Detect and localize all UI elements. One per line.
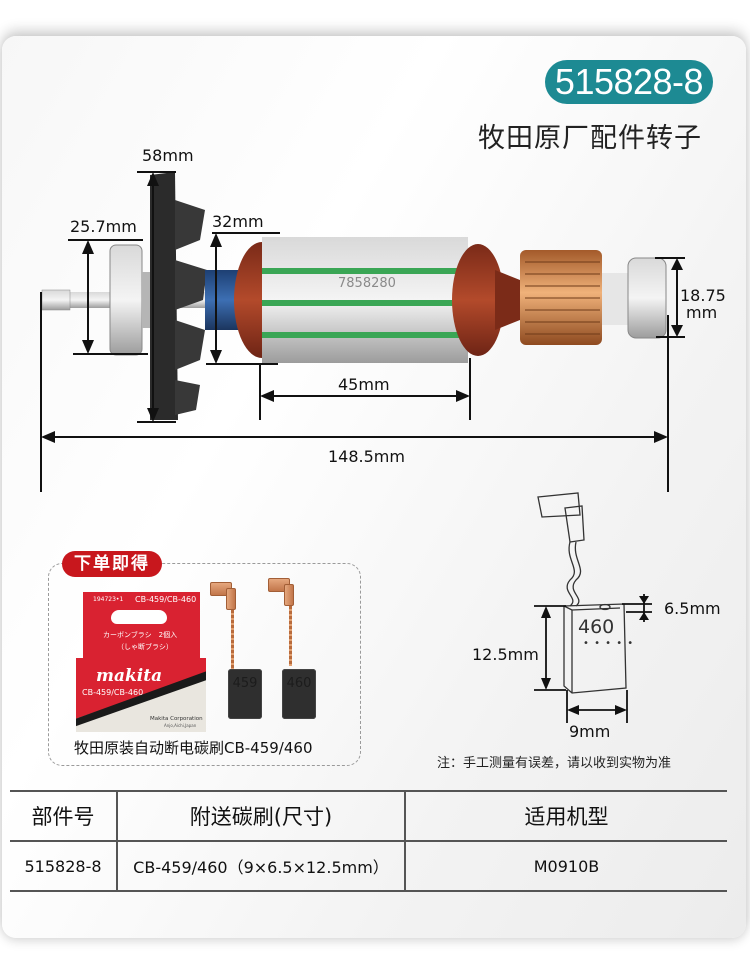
makita-logo: makita <box>96 666 163 686</box>
rear-bearing-diameter-label: 18.75 mm <box>680 286 726 322</box>
brush-box-front: makita CB-459/CB-460 Makita Corporation … <box>76 658 206 732</box>
cell-part-number: 515828-8 <box>10 840 118 892</box>
brush-thickness-label: 6.5mm <box>664 599 721 618</box>
core-length-label: 45mm <box>338 375 390 394</box>
table-row: 515828-8 CB-459/460（9×6.5×12.5mm） M0910B <box>10 840 727 892</box>
brush-sketch-dots: • • • • • <box>583 638 635 649</box>
svg-text:7858280: 7858280 <box>338 276 396 291</box>
header-compatible-model: 适用机型 <box>405 790 727 842</box>
brush-sketch <box>534 492 652 723</box>
brush-height-label: 12.5mm <box>472 645 539 664</box>
part-number-badge: 515828-8 <box>545 60 713 104</box>
product-subtitle: 牧田原厂配件转子 <box>478 123 702 154</box>
header-brush-size: 附送碳刷(尺寸) <box>117 790 406 842</box>
spec-table: 部件号 附送碳刷(尺寸) 适用机型 515828-8 CB-459/460（9×… <box>10 790 727 892</box>
header-part-number: 部件号 <box>10 790 118 842</box>
bonus-gift-panel <box>48 563 361 766</box>
hang-hole <box>111 610 167 624</box>
cell-brush-size: CB-459/460（9×6.5×12.5mm） <box>117 840 406 892</box>
brush-box-top: 194723•1 CB-459/CB-460 カーボンブラシ 2個入 （しゃ断ブ… <box>83 592 200 662</box>
total-length-label: 148.5mm <box>328 447 405 466</box>
rotor-illustration: 7858280 <box>40 171 685 492</box>
front-bearing-diameter-label: 25.7mm <box>70 217 137 236</box>
fan-diameter-label: 58mm <box>142 146 194 165</box>
cell-compatible-model: M0910B <box>405 840 727 892</box>
table-header-row: 部件号 附送碳刷(尺寸) 适用机型 <box>10 790 727 842</box>
core-diameter-label: 32mm <box>212 212 264 231</box>
measurement-note: 注：手工测量有误差，请以收到实物为准 <box>437 756 672 771</box>
bonus-tag: 下单即得 <box>62 551 162 577</box>
brush-width-label: 9mm <box>569 722 611 741</box>
brush-sketch-label: 460 <box>578 616 615 638</box>
bonus-caption: 牧田原装自动断电碳刷CB-459/460 <box>74 739 313 757</box>
product-card <box>2 36 746 938</box>
